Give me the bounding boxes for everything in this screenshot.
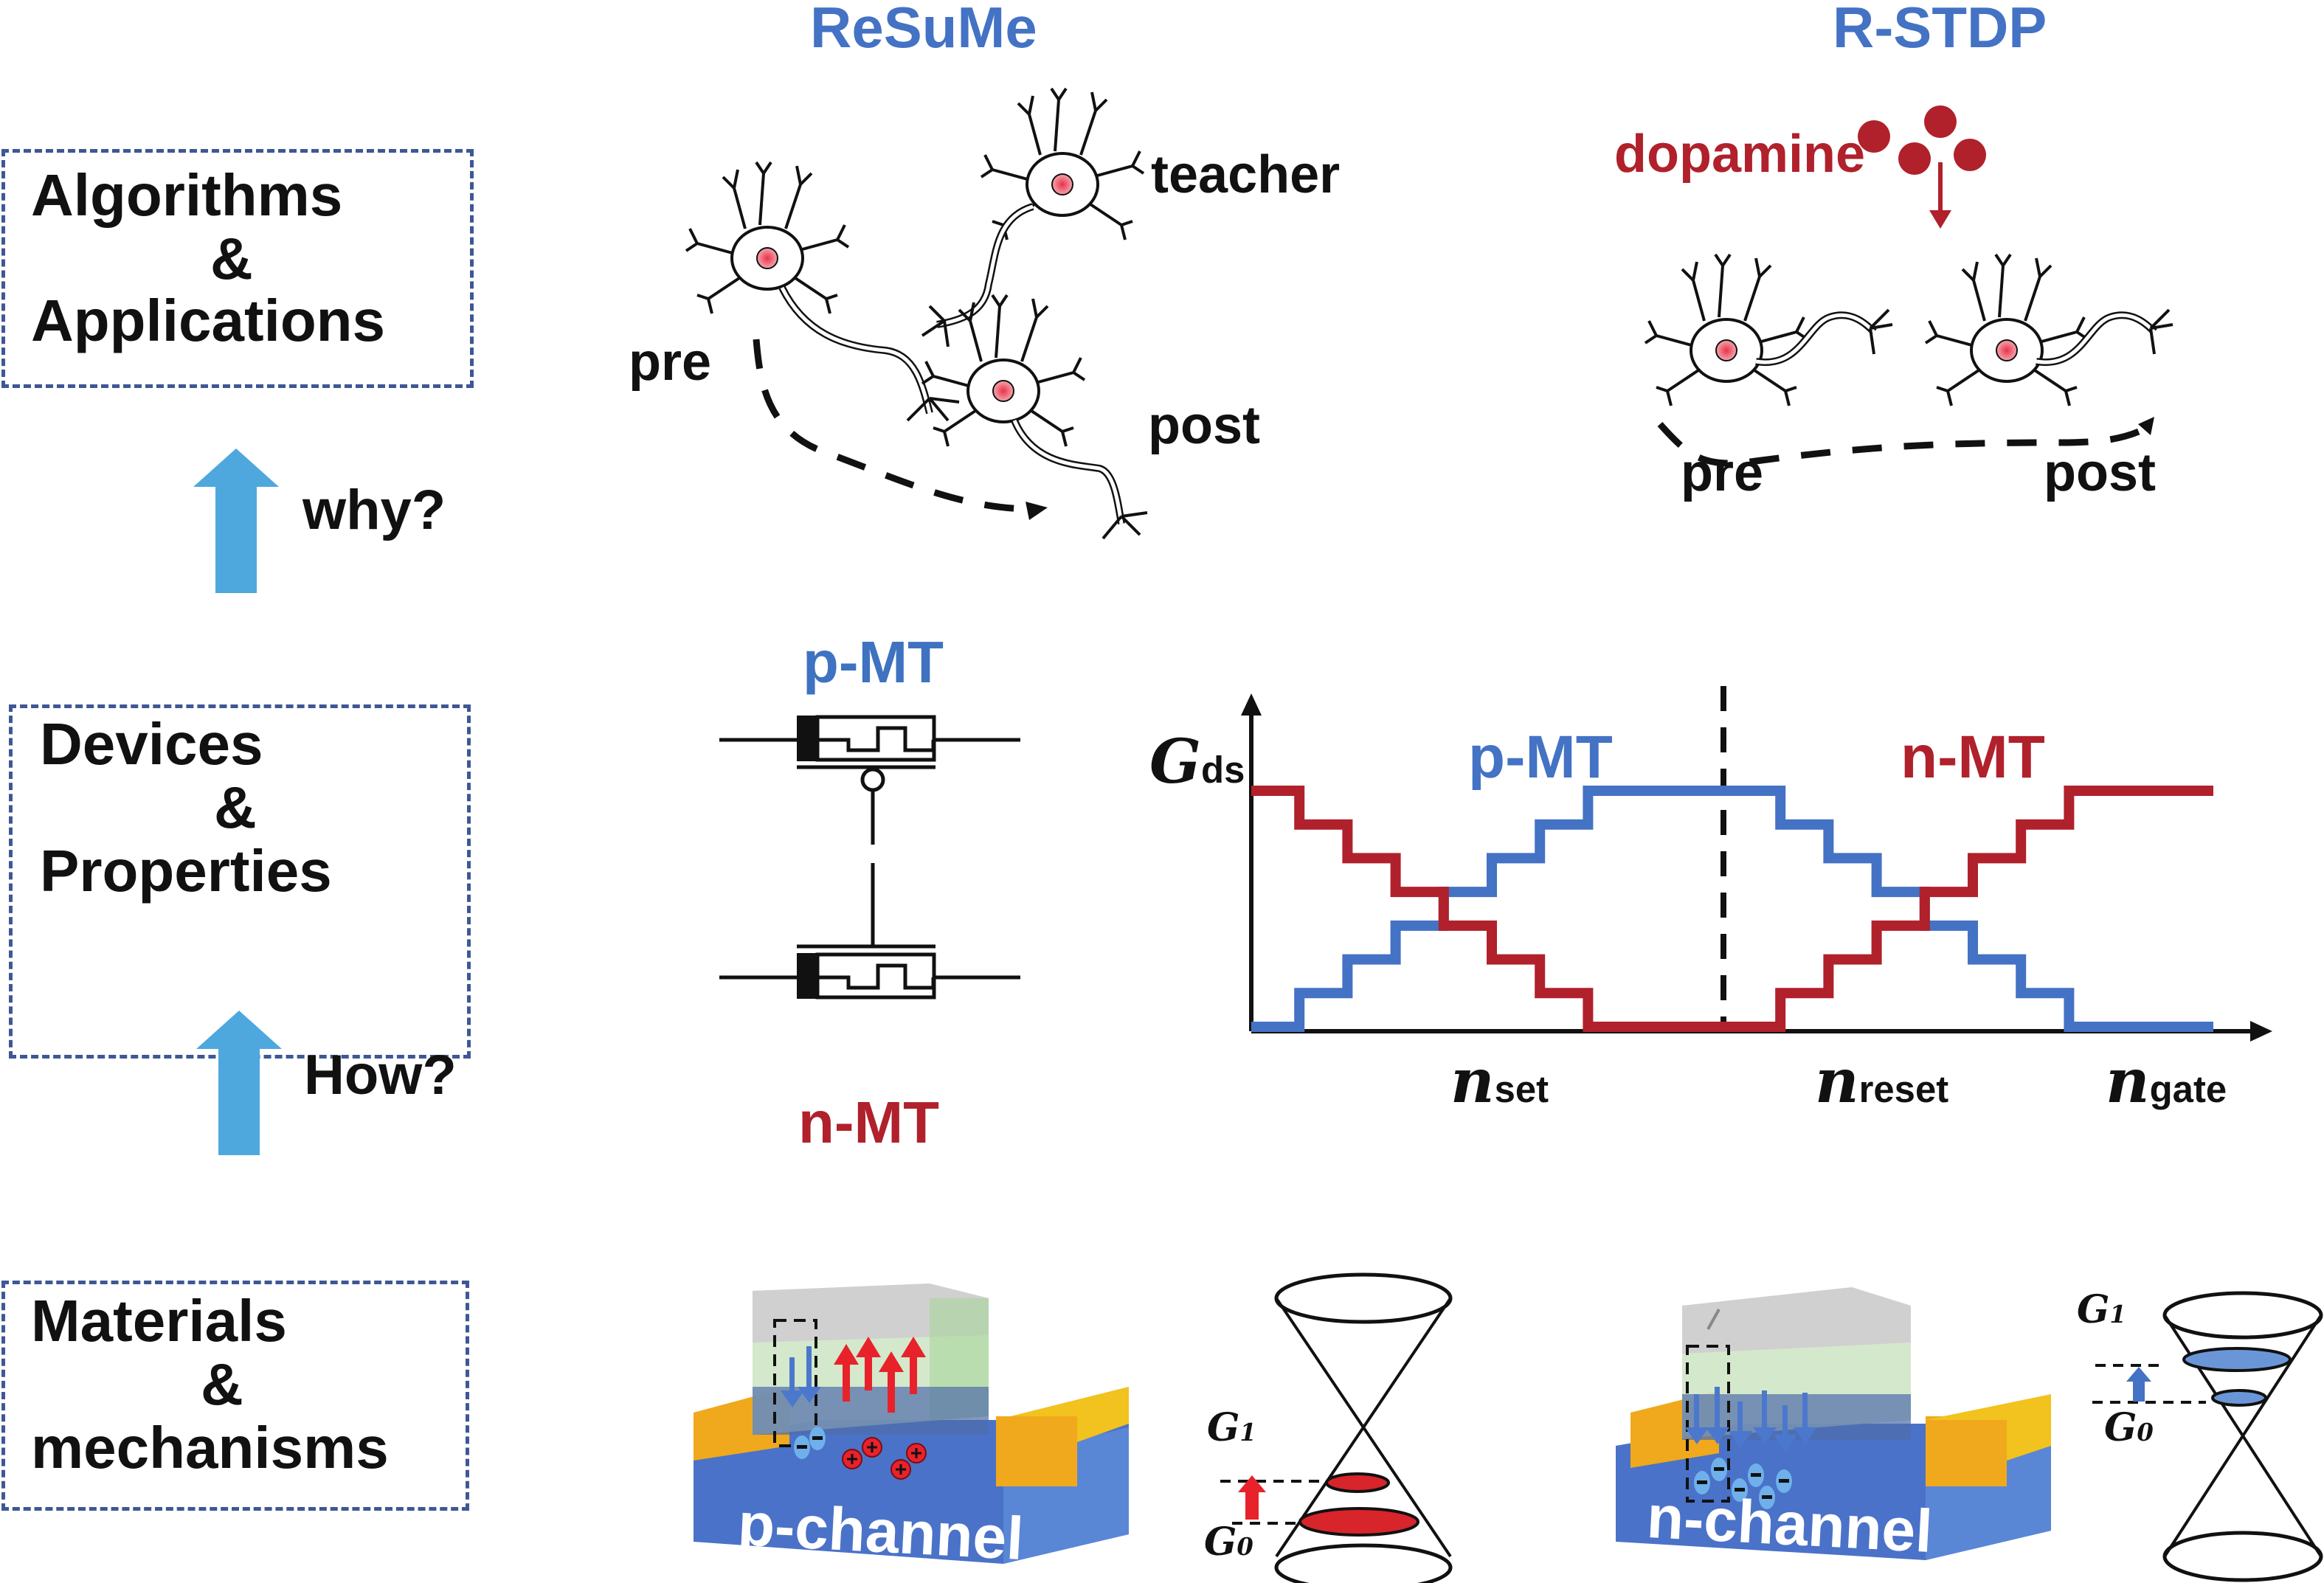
dirac-cone-n: [2092, 1291, 2323, 1582]
layer-algorithms-line2: Applications: [31, 288, 386, 353]
dirac-cone-p: [1220, 1272, 1453, 1583]
n-channel-device: [1616, 1287, 2051, 1560]
layer-materials-line1: Materials: [31, 1288, 287, 1354]
memtransistor-circuit: [719, 715, 1020, 1000]
dopamine-dot: [1858, 120, 1890, 153]
xlabel-nreset: nreset: [1815, 1046, 1948, 1117]
layer-devices-line2: Properties: [40, 838, 332, 904]
label-g0-n: G0: [2104, 1405, 2154, 1450]
column-title-rstdp: R-STDP: [1833, 0, 2047, 60]
xlabel-sub: reset: [1858, 1068, 1949, 1110]
xlabel-main: n: [1450, 1046, 1495, 1117]
circuit-label-nmt: n-MT: [798, 1090, 940, 1155]
xlabel-main: n: [1815, 1046, 1859, 1117]
label-pre-resume: pre: [629, 333, 712, 392]
label-pre-rstdp: pre: [1681, 443, 1764, 502]
chart-ylabel: Gds: [1149, 727, 1245, 797]
x-axis-arrowhead: [2250, 1021, 2272, 1042]
dopamine-dot: [1898, 142, 1931, 175]
g1-sub: 1: [2109, 1300, 2126, 1329]
xlabel-nset: nset: [1450, 1046, 1549, 1117]
dashed-arrow-resume: [753, 339, 1048, 520]
g0-sub: 0: [2137, 1419, 2154, 1447]
neuron-pre-rstdp: [1644, 253, 1893, 407]
neuron-pre-resume: [685, 161, 960, 422]
g0-sub: 0: [1237, 1533, 1253, 1561]
dopamine-molecules: [1858, 105, 1986, 229]
neuron-teacher: [921, 87, 1145, 347]
label-g1-p: G1: [1207, 1405, 1256, 1450]
dopamine-dot: [1954, 139, 1986, 171]
layer-materials-amp: &: [201, 1351, 243, 1417]
up-arrow-icon: [193, 448, 279, 593]
legend-nmt: n-MT: [1901, 724, 2045, 791]
layer-algorithms-line1: Algorithms: [31, 162, 343, 228]
up-arrow-icon: [196, 1011, 282, 1155]
g0-main: G: [1204, 1520, 1237, 1565]
gds-step-chart: [1241, 686, 2272, 1042]
dashed-arrow-rstdp: [1657, 417, 2154, 467]
label-post-resume: post: [1148, 396, 1260, 455]
xlabel-sub: gate: [2149, 1068, 2227, 1110]
column-title-resume: ReSuMe: [810, 0, 1037, 60]
label-post-rstdp: post: [2044, 443, 2156, 502]
why-label: why?: [302, 479, 446, 541]
g1-main: G: [1207, 1405, 1240, 1450]
how-label: How?: [304, 1044, 457, 1106]
g1-sub: 1: [1239, 1419, 1256, 1447]
circuit-label-pmt: p-MT: [803, 629, 944, 695]
g0-main: G: [2104, 1405, 2137, 1450]
ylabel-main: G: [1149, 727, 1202, 797]
p-channel-device: [694, 1284, 1129, 1564]
xlabel-sub: set: [1494, 1068, 1549, 1110]
label-teacher: teacher: [1151, 145, 1341, 204]
y-axis-arrowhead: [1241, 693, 1262, 716]
dopamine-dot: [1924, 105, 1957, 138]
label-g1-n: G1: [2077, 1287, 2126, 1332]
neuron-post-resume: [921, 294, 1148, 540]
layer-box-algorithms: [1, 149, 474, 388]
series-p-mt-line: [1251, 786, 2213, 1032]
label-g0-p: G0: [1204, 1520, 1253, 1565]
layer-devices-line1: Devices: [40, 711, 263, 777]
layer-box-materials: [1, 1281, 469, 1511]
neuron-post-rstdp: [1924, 253, 2173, 407]
layer-materials-line2: mechanisms: [31, 1415, 389, 1480]
ylabel-sub: ds: [1201, 749, 1245, 791]
layer-devices-amp: &: [214, 775, 257, 840]
series-n-mt-line: [1251, 786, 2213, 1032]
label-dopamine: dopamine: [1614, 125, 1866, 184]
legend-pmt: p-MT: [1468, 724, 1613, 791]
xlabel-ngate: ngate: [2106, 1046, 2227, 1117]
g1-main: G: [2077, 1287, 2110, 1332]
layer-algorithms-amp: &: [210, 226, 253, 291]
xlabel-main: n: [2106, 1046, 2150, 1117]
